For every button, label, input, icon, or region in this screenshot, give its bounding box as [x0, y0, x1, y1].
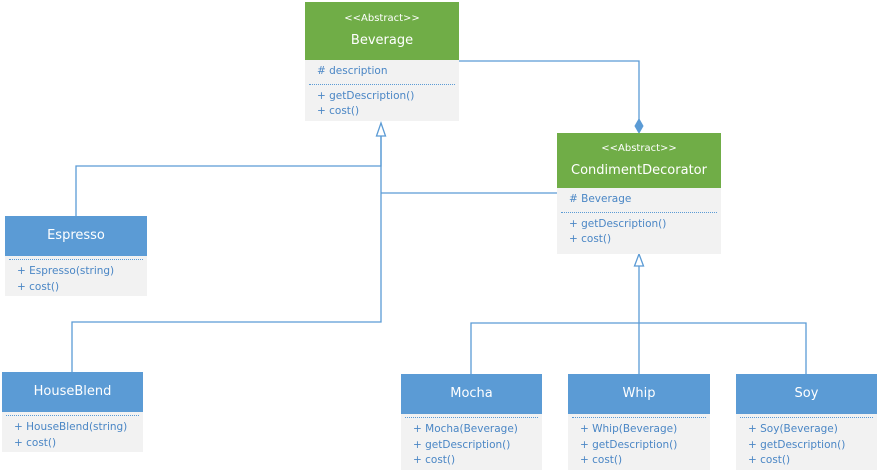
method: + cost()	[17, 280, 60, 293]
methods-section: + Espresso(string) + cost()	[5, 262, 147, 297]
method: + getDescription()	[748, 438, 846, 451]
method: + getDescription()	[413, 438, 511, 451]
methods-section: + HouseBlend(string) + cost()	[2, 418, 143, 453]
method: + Whip(Beverage)	[580, 423, 678, 435]
houseblend-inherits-beverage-line	[71, 136, 382, 372]
class-header: Mocha	[401, 374, 542, 414]
aggregation-diamond	[634, 117, 644, 135]
class-name: HouseBlend	[33, 384, 112, 399]
class-header: <<Abstract>> CondimentDecorator	[557, 133, 721, 188]
attribute: # description	[317, 65, 388, 77]
class-body: + HouseBlend(string) + cost()	[2, 412, 143, 452]
method: + getDescription()	[580, 438, 678, 451]
section-divider	[9, 259, 143, 260]
method: + cost()	[317, 105, 360, 117]
espresso-inherits-beverage-line	[75, 136, 382, 216]
methods-section: + getDescription() + cost()	[305, 87, 459, 122]
decorator-generalization-arrowhead	[633, 252, 645, 267]
method: + cost()	[569, 233, 612, 245]
class-header: <<Abstract>> Beverage	[305, 2, 459, 60]
method: + cost()	[748, 454, 791, 466]
class-header: HouseBlend	[2, 372, 143, 412]
class-name: Soy	[794, 386, 819, 401]
class-body: # description + getDescription() + cost(…	[305, 60, 459, 121]
class-body: + Whip(Beverage) + getDescription() + co…	[568, 414, 710, 470]
section-divider	[572, 417, 706, 418]
attributes-section: # description	[305, 62, 459, 82]
class-body: # Beverage + getDescription() + cost()	[557, 188, 721, 254]
methods-section: + Soy(Beverage) + getDescription() + cos…	[736, 420, 877, 471]
beverage-aggregation-line	[459, 60, 640, 120]
soy-inherits-decorator-line	[639, 322, 807, 374]
section-divider	[740, 417, 873, 418]
stereotype-label: <<Abstract>>	[601, 142, 677, 154]
section-divider	[6, 415, 139, 416]
method: + cost()	[14, 436, 57, 449]
class-body: + Espresso(string) + cost()	[5, 256, 147, 296]
class-whip: Whip + Whip(Beverage) + getDescription()…	[568, 374, 710, 470]
methods-section: + getDescription() + cost()	[557, 215, 721, 250]
class-name: CondimentDecorator	[571, 162, 707, 178]
method: + HouseBlend(string)	[14, 421, 128, 433]
method: + cost()	[580, 454, 623, 466]
stereotype-label: <<Abstract>>	[344, 13, 420, 24]
class-espresso: Espresso + Espresso(string) + cost()	[5, 216, 147, 296]
class-body: + Soy(Beverage) + getDescription() + cos…	[736, 414, 877, 470]
method: + getDescription()	[317, 89, 415, 102]
class-name: Mocha	[450, 386, 493, 401]
class-header: Whip	[568, 374, 710, 414]
class-body: + Mocha(Beverage) + getDescription() + c…	[401, 414, 542, 470]
beverage-generalization-arrowhead	[375, 121, 387, 137]
class-name: Whip	[622, 386, 656, 401]
method: + Soy(Beverage)	[748, 423, 838, 435]
method: + Mocha(Beverage)	[413, 423, 518, 435]
method: + cost()	[413, 454, 456, 466]
class-header: Espresso	[5, 216, 147, 256]
section-divider	[405, 417, 538, 418]
class-name: Espresso	[47, 228, 105, 243]
mocha-inherits-decorator-line	[470, 266, 640, 374]
method: + Espresso(string)	[17, 265, 115, 277]
class-header: Soy	[736, 374, 877, 414]
class-mocha: Mocha + Mocha(Beverage) + getDescription…	[401, 374, 542, 470]
methods-section: + Whip(Beverage) + getDescription() + co…	[568, 420, 710, 471]
method: + getDescription()	[569, 217, 667, 230]
methods-section: + Mocha(Beverage) + getDescription() + c…	[401, 420, 542, 471]
class-condiment-decorator: <<Abstract>> CondimentDecorator # Bevera…	[557, 133, 721, 254]
class-houseblend: HouseBlend + HouseBlend(string) + cost()	[2, 372, 143, 452]
section-divider	[309, 83, 455, 85]
attribute: # Beverage	[569, 193, 632, 205]
attributes-section: # Beverage	[557, 190, 721, 210]
class-name: Beverage	[350, 33, 414, 48]
class-beverage: <<Abstract>> Beverage # description + ge…	[305, 2, 459, 121]
class-soy: Soy + Soy(Beverage) + getDescription() +…	[736, 374, 877, 470]
section-divider	[561, 211, 717, 213]
